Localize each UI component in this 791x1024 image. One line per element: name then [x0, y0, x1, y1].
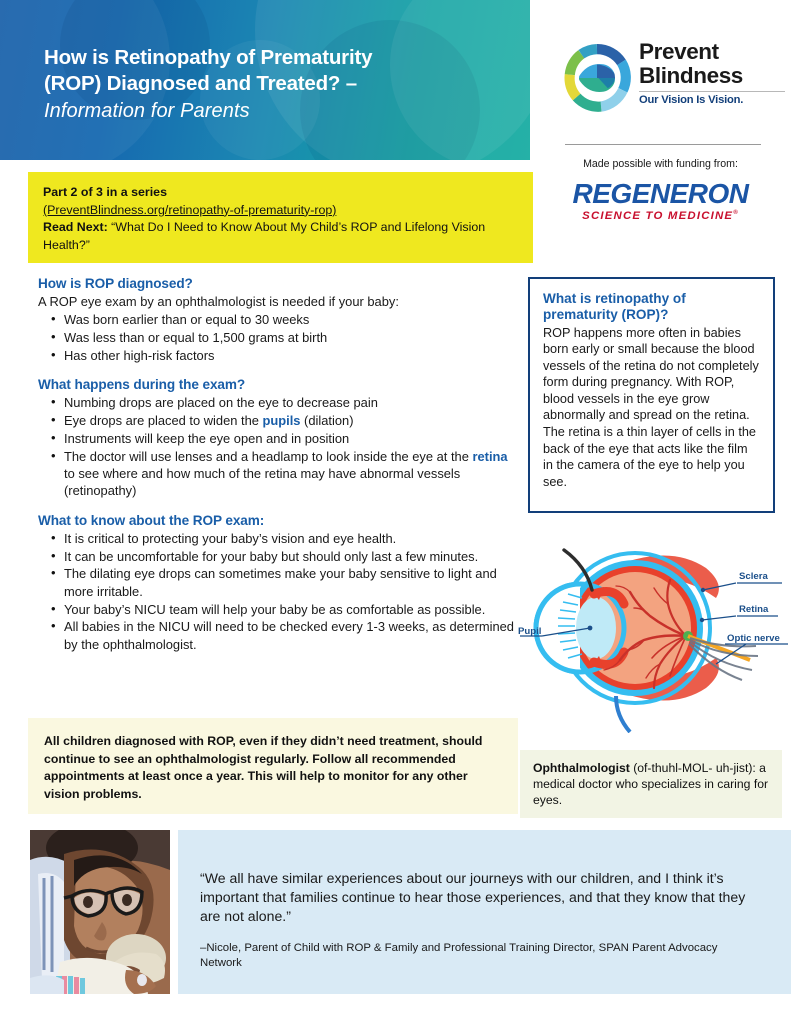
header-decor-circle [0, 0, 170, 160]
header-decor-circle [200, 40, 320, 160]
list-item: Numbing drops are placed on the eye to d… [51, 393, 518, 411]
header-decor-circle [60, 0, 210, 120]
term-pupils: pupils [262, 413, 301, 429]
series-url-link[interactable]: (PreventBlindness.org/retinopathy-of-pre… [43, 202, 337, 217]
logo-section-divider [565, 144, 761, 145]
header-decor-circle [300, 20, 480, 160]
list-item: The dilating eye drops can sometimes mak… [51, 564, 518, 600]
section-heading: What to know about the ROP exam: [38, 512, 265, 528]
term-retina: retina [472, 448, 508, 464]
mother-and-baby-photo [30, 830, 170, 994]
diagnosed-criteria-list: Was born earlier than or equal to 30 wee… [38, 310, 518, 364]
callout-text: All children diagnosed with ROP, even if… [44, 734, 483, 802]
info-box-body: ROP happens more often in babies born ea… [543, 325, 759, 489]
eye-anatomy-diagram: Sclera Retina Optic nerve Pupil [518, 528, 791, 733]
list-item: It can be uncomfortable for your baby bu… [51, 547, 518, 565]
eye-anatomy-cross-section-icon [520, 548, 788, 733]
ophthalmologist-definition-box: Ophthalmologist (of-thuhl-MOL- uh-jist):… [520, 750, 782, 818]
sponsor-tagline-text: SCIENCE TO MEDICINE [582, 210, 734, 222]
section-heading: What happens during the exam? [38, 377, 246, 393]
prevent-blindness-wordmark: Prevent Blindness Our Vision Is Vision. [639, 40, 785, 106]
eye-label-sclera: Sclera [739, 571, 768, 582]
logo-name-line1: Prevent [639, 39, 719, 64]
list-item: It is critical to protecting your baby’s… [51, 529, 518, 547]
section-during-exam: What happens during the exam? Numbing dr… [38, 377, 518, 500]
list-item: Has other high-risk factors [51, 346, 518, 364]
rop-definition-box: What is retinopathy of prematurity (ROP)… [528, 277, 775, 513]
list-item: Your baby’s NICU team will help your bab… [51, 600, 518, 618]
quote-attribution: –Nicole, Parent of Child with ROP & Fami… [200, 942, 718, 970]
series-title: Part 2 of 3 in a series [43, 185, 167, 199]
exam-steps-list: Numbing drops are placed on the eye to d… [38, 393, 518, 500]
series-banner: Part 2 of 3 in a series (PreventBlindnes… [28, 172, 533, 263]
sponsor-name: REGENERON [572, 178, 749, 209]
logo-name-line2: Blindness [639, 62, 743, 88]
prevent-blindness-eye-ring-icon [564, 44, 631, 112]
header-decor-circle [255, 0, 530, 160]
section-lead: A ROP eye exam by an ophthalmologist is … [38, 294, 399, 309]
page-title-line2: (ROP) Diagnosed and Treated? – [44, 72, 357, 96]
read-next-line: Read Next: “What Do I Need to Know About… [43, 219, 513, 254]
info-box-heading: What is retinopathy of prematurity (ROP)… [543, 291, 760, 324]
sponsor-tagline: SCIENCE TO MEDICINE® [530, 210, 791, 222]
logo-block: Prevent Blindness Our Vision Is Vision. … [530, 0, 791, 262]
definition-body: (of-thuhl-MOL- uh-jist): a medical docto… [533, 761, 769, 808]
page-title-line1: How is Retinopathy of Prematurity [44, 46, 373, 69]
section-diagnosed: How is ROP diagnosed? A ROP eye exam by … [38, 276, 518, 364]
definition-line: Ophthalmologist (of-thuhl-MOL- uh-jist):… [533, 760, 771, 808]
list-item: Instruments will keep the eye open and i… [51, 429, 518, 447]
list-item: Was born earlier than or equal to 30 wee… [51, 310, 518, 328]
info-box-heading-line2: prematurity (ROP)? [543, 307, 669, 323]
eye-label-optic-nerve: Optic nerve [727, 633, 780, 644]
mother-holding-newborn-photo [30, 830, 170, 994]
read-next-label: Read Next: [43, 220, 108, 235]
logo-rule [639, 90, 785, 92]
prevent-blindness-logo: Prevent Blindness Our Vision Is Vision. [563, 40, 785, 118]
info-box-heading-line1: What is retinopathy of [543, 291, 686, 306]
main-content-column: How is ROP diagnosed? A ROP eye exam by … [38, 276, 518, 654]
section-heading: How is ROP diagnosed? [38, 276, 193, 291]
what-to-know-list: It is critical to protecting your baby’s… [38, 529, 518, 653]
parent-quote-box: “We all have similar experiences about o… [178, 830, 791, 994]
read-next-text: “What Do I Need to Know About My Child’s… [43, 220, 486, 252]
list-item: The doctor will use lenses and a headlam… [51, 447, 518, 500]
section-what-to-know: What to know about the ROP exam: It is c… [38, 513, 518, 653]
funding-label: Made possible with funding from: [583, 158, 738, 170]
page-header: How is Retinopathy of Prematurity (ROP) … [0, 0, 530, 160]
page-subtitle: Information for Parents [44, 100, 250, 123]
eye-label-retina: Retina [739, 604, 769, 615]
sponsor-registered-mark: ® [733, 210, 739, 217]
definition-term: Ophthalmologist [533, 761, 630, 775]
followup-callout: All children diagnosed with ROP, even if… [28, 718, 518, 814]
sponsor-logo: REGENERON SCIENCE TO MEDICINE® [530, 178, 791, 223]
eye-label-pupil: Pupil [518, 626, 542, 637]
list-item: All babies in the NICU will need to be c… [51, 617, 518, 653]
page-title: How is Retinopathy of Prematurity (ROP) … [44, 45, 504, 125]
list-item: Eye drops are placed to widen the pupils… [51, 411, 518, 429]
logo-tagline: Our Vision Is Vision. [639, 93, 744, 106]
list-item: Was less than or equal to 1,500 grams at… [51, 328, 518, 346]
quote-text: “We all have similar experiences about o… [200, 870, 746, 925]
